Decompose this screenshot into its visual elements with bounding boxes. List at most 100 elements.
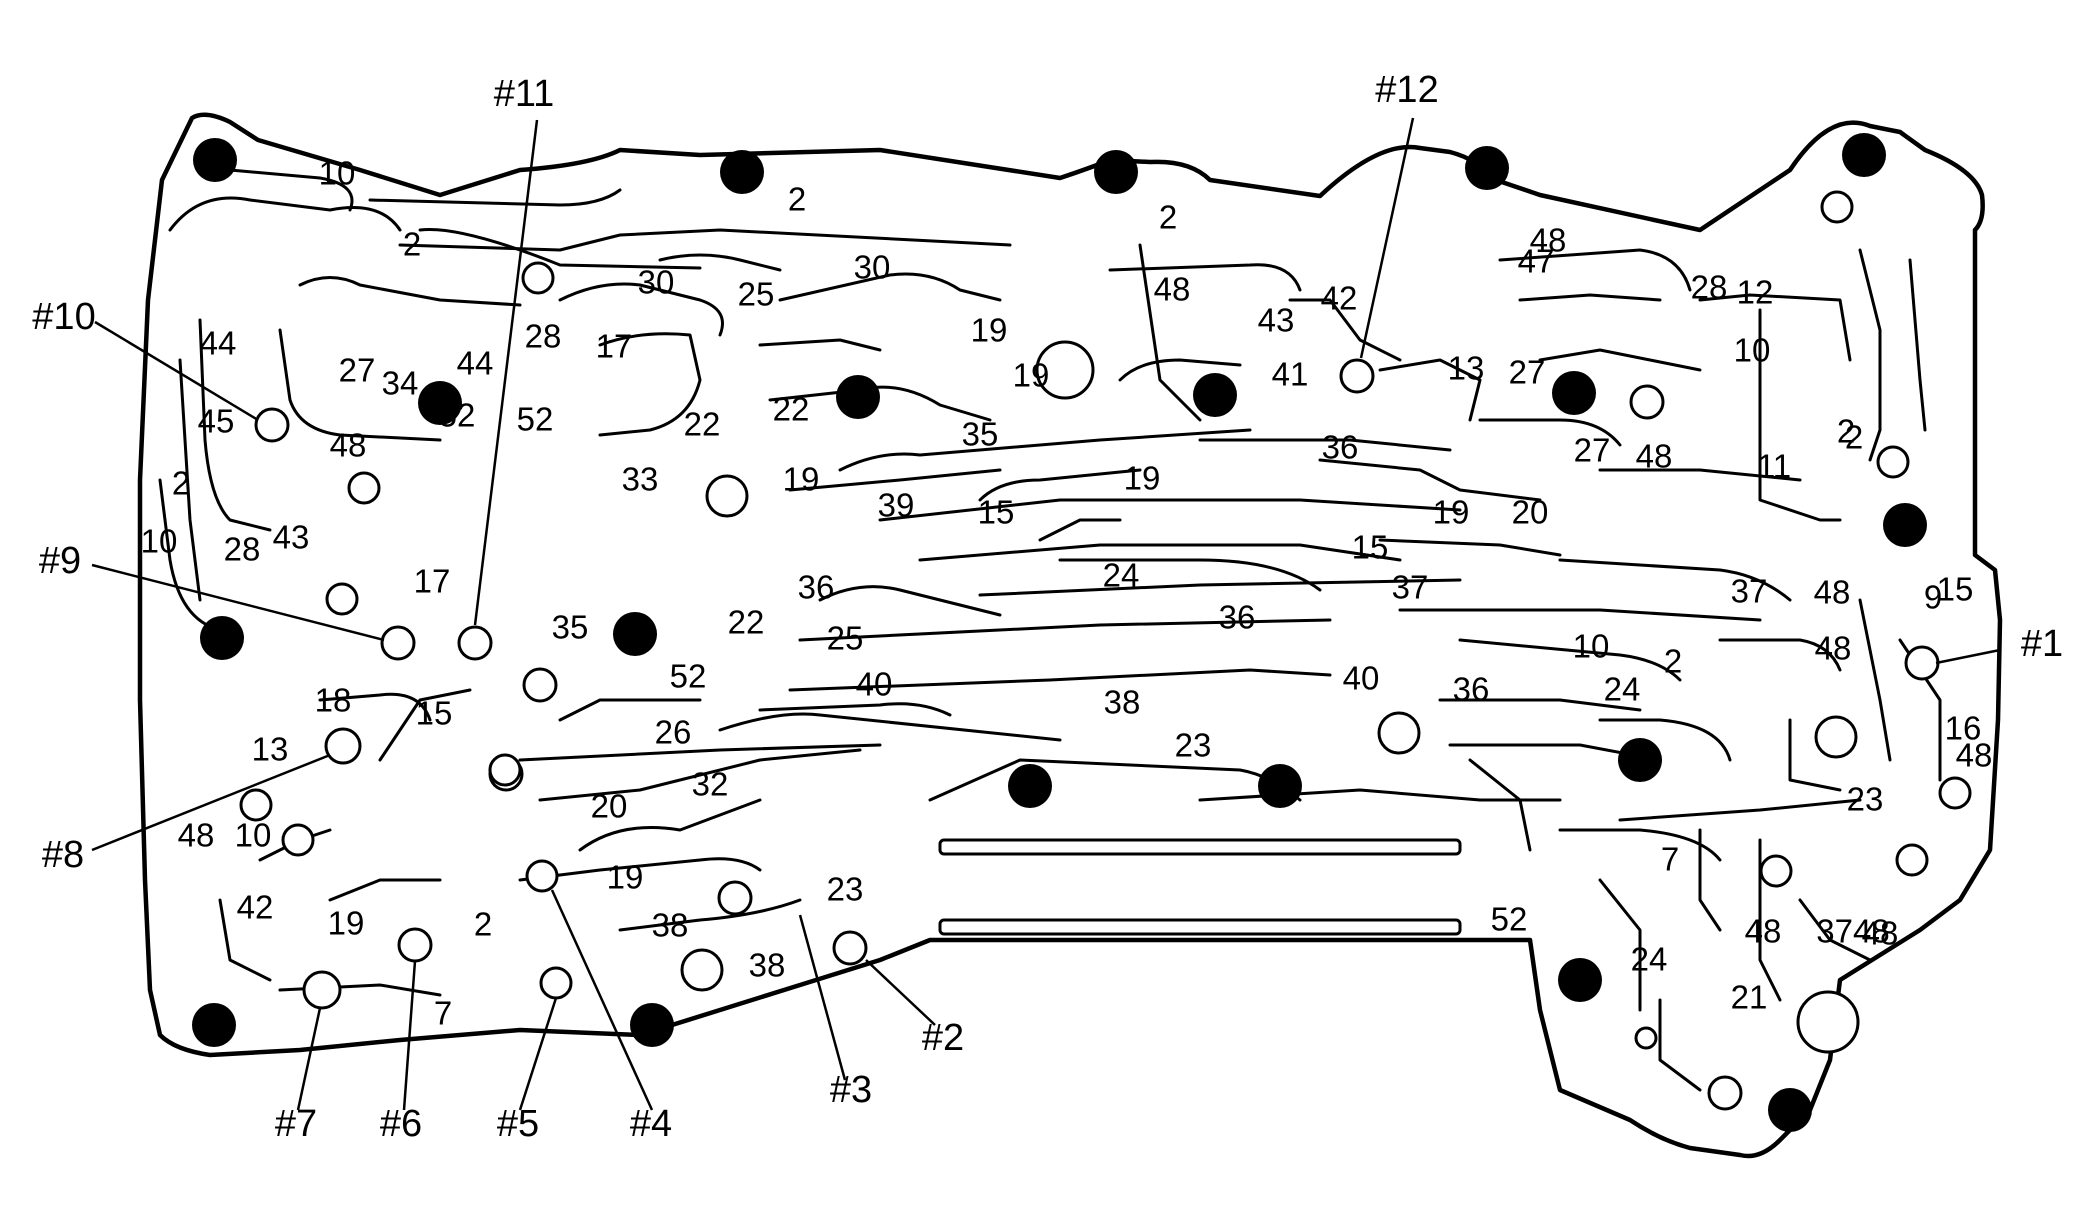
passage-number: 27 (1574, 432, 1611, 469)
passage-number: 37 (1392, 569, 1429, 606)
callout-labels: #1#2#3#4#5#6#7#8#9#10#11#12 (32, 69, 2063, 1145)
passage-number: 30 (854, 249, 891, 286)
passage-number: 36 (1322, 429, 1359, 466)
check-ball-seat (705, 474, 749, 518)
bolt-hole (1552, 371, 1596, 415)
callout-label: #11 (494, 73, 555, 115)
callout-label: #1 (2021, 623, 2063, 665)
check-ball-hole (239, 788, 273, 822)
leader-line (1359, 117, 1415, 359)
passage-number: 42 (1321, 280, 1358, 317)
passage-number: 27 (339, 352, 376, 389)
callout-label: #9 (39, 540, 81, 582)
passage-number: 38 (749, 947, 786, 984)
check-ball-hole (1629, 384, 1665, 420)
passage-number: 10 (141, 523, 178, 560)
passage-number: 15 (1937, 571, 1974, 608)
check-ball-hole (1759, 854, 1793, 888)
passage-number: 48 (1154, 271, 1191, 308)
bolt-hole (1094, 150, 1138, 194)
leader-line (91, 753, 331, 852)
passage-number: 36 (1453, 671, 1490, 708)
passage-number: 13 (252, 731, 289, 768)
check-ball-hole (1820, 190, 1854, 224)
passage-number: 19 (607, 859, 644, 896)
check-ball-hole (457, 625, 493, 661)
passage-number: 33 (622, 461, 659, 498)
leader-line (473, 119, 539, 626)
bolt-holes (192, 133, 1927, 1132)
leader-line (865, 959, 936, 1026)
passage-number: 15 (1352, 529, 1389, 566)
passage-number: 25 (827, 620, 864, 657)
passage-number: 48 (1636, 438, 1673, 475)
passage-number: 19 (328, 905, 365, 942)
check-ball-seat (1377, 711, 1421, 755)
callout-label: #7 (275, 1103, 317, 1145)
passage-number: 16 (1945, 710, 1982, 747)
bolt-hole (720, 150, 764, 194)
check-ball-seat (1814, 715, 1858, 759)
check-ball-hole (380, 625, 416, 661)
bolt-hole (613, 612, 657, 656)
passage-number: 19 (971, 312, 1008, 349)
leader-line (550, 889, 654, 1111)
callout-label: #5 (497, 1103, 539, 1145)
callout-label: #2 (922, 1017, 964, 1059)
check-ball-seat (1035, 340, 1095, 400)
passage-number: 25 (738, 276, 775, 313)
passage-number: 7 (434, 995, 452, 1032)
bolt-hole (1193, 373, 1237, 417)
passage-number: 28 (525, 318, 562, 355)
leader-line (94, 320, 259, 422)
passage-number: 19 (783, 461, 820, 498)
passage-number: 48 (1814, 574, 1851, 611)
check-ball-hole (539, 966, 573, 1000)
passage-number: 48 (1530, 222, 1567, 259)
check-ball-hole (397, 927, 433, 963)
passage-number: 48 (178, 817, 215, 854)
passage-number: 42 (237, 889, 274, 926)
passage-number: 2 (172, 465, 190, 502)
bolt-hole (418, 381, 462, 425)
passage-number: 24 (1103, 557, 1140, 594)
passage-number: 35 (552, 609, 589, 646)
passage-number: 9 (1924, 579, 1942, 616)
check-ball-seat (1796, 990, 1860, 1054)
passage-number: 32 (692, 766, 729, 803)
passage-number: 3748 (1816, 913, 1889, 950)
passage-number: 35 (962, 416, 999, 453)
bolt-hole (1465, 146, 1509, 190)
passage-number: 2 (1159, 199, 1177, 236)
leader-line (518, 997, 558, 1111)
passage-number: 17 (596, 328, 633, 365)
passage-number: 18 (315, 682, 352, 719)
passage-number: 19 (1013, 357, 1050, 394)
leader-line (402, 960, 417, 1111)
passage-number: 48 (1815, 630, 1852, 667)
check-ball-seat (680, 948, 724, 992)
passage-number: 48 (1745, 913, 1782, 950)
passage-number: 2 (1837, 413, 1855, 450)
passage-number: 23 (1847, 781, 1884, 818)
passage-number: 2 (1664, 643, 1682, 680)
leader-line (798, 914, 847, 1081)
passage-number: 17 (414, 563, 451, 600)
passage-number: 39 (878, 487, 915, 524)
callout-label: #6 (380, 1103, 422, 1145)
passage-number: 45 (198, 403, 235, 440)
passage-number: 10 (1573, 628, 1610, 665)
passage-number: 2 (788, 181, 806, 218)
check-ball-hole (325, 582, 359, 616)
passage-number: 10 (1734, 332, 1771, 369)
callout-label: #3 (830, 1069, 872, 1111)
leader-line (296, 1007, 322, 1111)
passage-number: 21 (1731, 979, 1768, 1016)
passage-number: 40 (856, 666, 893, 703)
bolt-hole (1008, 764, 1052, 808)
passage-number: 19 (1124, 460, 1161, 497)
check-ball-hole (521, 261, 555, 295)
passage-number: 43 (1258, 302, 1295, 339)
